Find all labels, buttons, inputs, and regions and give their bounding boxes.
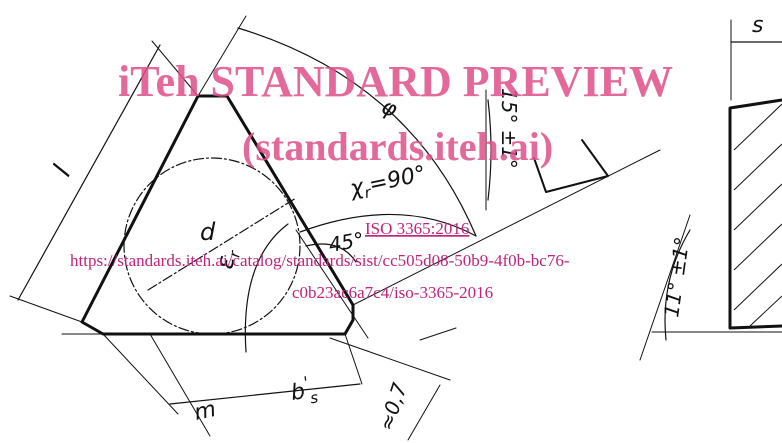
label-d: d [200,218,216,246]
insert-outline [80,94,355,336]
chamfer-ext [295,229,369,339]
dim-m-ext2 [149,333,211,437]
dim-07-leader [407,384,441,441]
dim-l-line [17,44,161,301]
label-l: l [48,160,78,181]
label-epsilon: εr [210,246,244,271]
diameter-line [147,197,297,291]
dim-07-line [329,337,451,381]
catalog-url-line2[interactable]: c0b23ac6a7c4/iso-3365-2016 [292,283,493,302]
label-s: s [752,13,763,38]
kr-arc [299,213,477,237]
label-dim-07: ≈0,7 [374,380,412,434]
label-m: m [192,397,218,426]
catalog-url-line1[interactable]: https://standards.iteh.ai/catalog/standa… [70,251,570,270]
phi-ext-line [197,15,247,97]
section-11-line [639,214,691,361]
iso-reference-link[interactable]: ISO 3365:2016 [365,219,469,238]
dim-m-ext1 [102,333,179,415]
label-11: 11°±1° [659,235,694,318]
watermark-title: iTeh STANDARD PREVIEW [118,57,673,106]
dim-07-ext [419,327,457,341]
detail-15-wedge [533,139,609,193]
section-11-arc [664,229,691,341]
phi-arc [237,27,477,237]
dim-bs-ext [344,333,363,385]
watermark-subtitle: (standards.iteh.ai) [242,124,553,169]
label-15: 15°±1° [497,88,521,169]
section-hatch [733,103,782,327]
dim-l-ext1 [9,295,83,323]
inscribed-circle [123,157,301,335]
label-bs: b's [289,372,320,410]
section-outline [728,98,782,330]
arc-45 [305,243,357,263]
dim-l-ext2 [151,40,199,97]
detail-15-arc [487,99,492,201]
epsilon-arc [244,223,289,353]
dim-m-line [169,383,361,405]
